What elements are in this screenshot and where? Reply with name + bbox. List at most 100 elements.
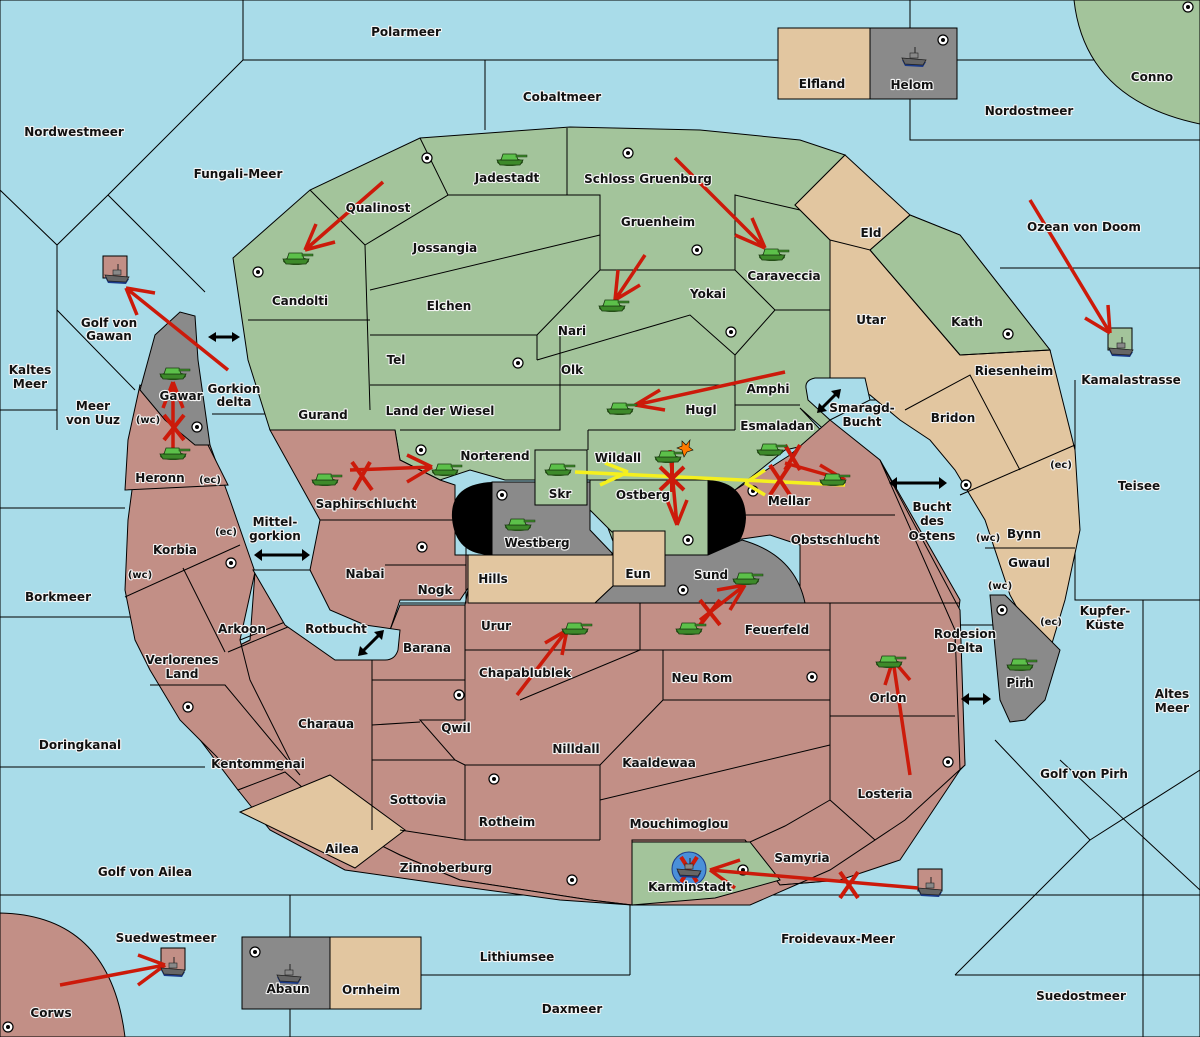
sea-label: Kupfer- (1080, 604, 1130, 618)
land-label: Riesenheim (975, 364, 1054, 378)
land-label: Corws (30, 1006, 71, 1020)
sea-label: Delta (947, 641, 983, 655)
explosion-icon (676, 438, 694, 458)
sea-label: Gorkion (208, 382, 261, 396)
land-label: Barana (403, 641, 451, 655)
land-label: Ornheim (342, 983, 400, 997)
land-label: Gwaul (1008, 556, 1050, 570)
land-label: Esmaladan (740, 419, 813, 433)
double-arrow-icon (961, 693, 991, 705)
land-label: Arkoon (218, 622, 266, 636)
land-label: Caraveccia (747, 269, 820, 283)
double-arrow-icon (358, 630, 384, 656)
sea-label: Froidevaux-Meer (781, 932, 895, 946)
coast-labels: (wc) (ec) (ec) (wc) (ec) (wc) (wc) (ec) (127, 414, 1073, 629)
land-label: Pirh (1006, 676, 1033, 690)
land-label: Qualinost (346, 201, 411, 215)
sea-label: Golf von Ailea (98, 865, 192, 879)
land-label: Ostberg (616, 488, 670, 502)
sea-label: Daxmeer (542, 1002, 603, 1016)
double-arrow-icon (817, 389, 841, 413)
land-label: Helom (890, 78, 933, 92)
sea-label: Suedostmeer (1036, 989, 1126, 1003)
sea-label: Teisee (1118, 479, 1160, 493)
land-label: Nogk (418, 583, 454, 597)
land-label: Orlon (869, 691, 906, 705)
coast-label: (wc) (128, 570, 152, 581)
land-label: Elchen (427, 299, 472, 313)
sea-label: Polarmeer (371, 25, 441, 39)
failed-order-crosses (162, 413, 860, 900)
coast-label: (wc) (976, 533, 1000, 544)
territory-karminstadt[interactable] (631, 841, 781, 906)
land-label: Mouchimoglou (630, 817, 729, 831)
sea-label: Kamalastrasse (1081, 373, 1181, 387)
tunnel-west (451, 482, 492, 555)
land-label: Gawar (159, 389, 202, 403)
sea-label: Kaltes (9, 363, 52, 377)
land-label: Gurand (298, 408, 348, 422)
sea-label: Ostens (909, 529, 956, 543)
land-label: Nilldall (552, 742, 599, 756)
land-label: Wildall (595, 451, 641, 465)
coast-label: (wc) (988, 581, 1012, 592)
land-label: Conno (1131, 70, 1173, 84)
territory-pirh[interactable] (989, 594, 1061, 723)
sea-label: Altes (1155, 687, 1189, 701)
sea-label: Mittel- (253, 515, 298, 529)
land-label: Zinnoberburg (400, 861, 492, 875)
land-label: Utar (856, 313, 886, 327)
territory-skr[interactable] (534, 449, 588, 506)
sea-label: Gawan (86, 329, 132, 343)
land-label: Abaun (266, 982, 309, 996)
land-label: Sottovia (390, 793, 447, 807)
sea-label: gorkion (249, 529, 301, 543)
sea-labels: Polarmeer Cobaltmeer Nordwestmeer Fungal… (8, 24, 1191, 1017)
land-label: Yokai (689, 287, 726, 301)
land-label: Urur (481, 619, 511, 633)
land-label: Losteria (857, 787, 912, 801)
land-label: Tel (387, 353, 406, 367)
territory-ailea[interactable] (238, 774, 406, 869)
sea-label: Smaragd- (829, 401, 894, 415)
land-label: Jossangia (412, 241, 477, 255)
land-label: Sund (694, 568, 728, 582)
land-label: Kath (951, 315, 983, 329)
sea-connection-arrows (208, 332, 991, 705)
land-label: Ailea (325, 842, 359, 856)
land-label: Hugl (685, 403, 716, 417)
land-label: Amphi (746, 382, 789, 396)
land-labels: Elfland Helom Conno Jadestadt Schloss Gr… (29, 69, 1174, 1021)
land-label: Bridon (931, 411, 976, 425)
coast-label: (ec) (199, 475, 221, 486)
territory-corws[interactable] (0, 912, 126, 1037)
tunnel-east (708, 480, 746, 555)
land-label: Nari (558, 324, 586, 338)
land-label: Verlorenes (146, 653, 219, 667)
tan-borders (829, 214, 1076, 549)
land-label: Eun (625, 567, 650, 581)
coast-label: (wc) (136, 415, 160, 426)
land-label: Korbia (153, 543, 197, 557)
land-label: Samyria (774, 851, 829, 865)
red-borders (124, 505, 960, 843)
land-label: Obstschlucht (791, 533, 880, 547)
region-red-west (124, 444, 291, 771)
sea-label: Borkmeer (25, 590, 91, 604)
land-label: Hills (478, 572, 508, 586)
land-label: Rotheim (479, 815, 536, 829)
land-label: Karminstadt (648, 880, 732, 894)
land-label: Kaaldewaa (622, 756, 696, 770)
sea-label: des (920, 514, 944, 528)
territory-elfland[interactable] (777, 27, 871, 100)
territory-conno[interactable] (1073, 0, 1200, 125)
land-label: Elfland (799, 77, 845, 91)
territory-ornheim[interactable] (329, 936, 422, 1010)
territory-rotbucht[interactable] (252, 569, 401, 661)
land-label: Jadestadt (474, 171, 540, 185)
land-label: Saphirschlucht (316, 497, 417, 511)
land-label: Skr (549, 487, 572, 501)
sea-label: Nordostmeer (985, 104, 1074, 118)
sea-label: Meer (76, 399, 110, 413)
